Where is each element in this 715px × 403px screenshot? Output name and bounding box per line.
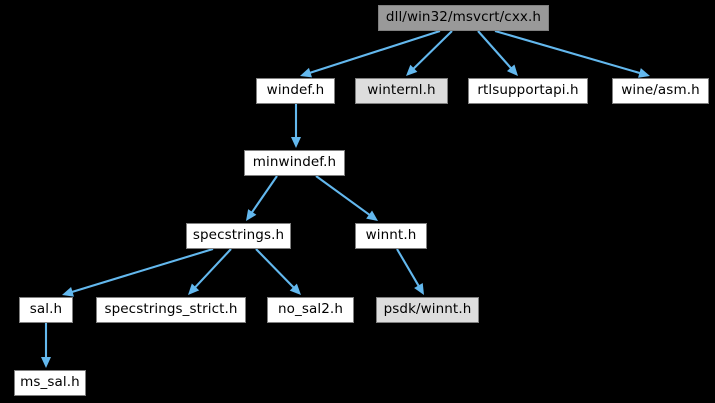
graph-edge — [291, 104, 301, 148]
graph-node-ms_sal[interactable]: ms_sal.h — [14, 370, 86, 396]
edge-arrowhead — [300, 67, 313, 78]
graph-edge — [188, 248, 232, 295]
graph-edge — [494, 29, 650, 78]
graph-node-label: no_sal2.h — [278, 301, 343, 318]
graph-node-cxx[interactable]: dll/win32/msvcrt/cxx.h — [378, 5, 549, 31]
graph-node-no_sal2[interactable]: no_sal2.h — [267, 297, 354, 323]
edge-arrowhead — [62, 287, 74, 297]
graph-node-label: specstrings.h — [192, 227, 285, 244]
graph-node-label: winnt.h — [365, 227, 417, 244]
edge-arrowhead — [366, 210, 378, 221]
graph-node-wineasm[interactable]: wine/asm.h — [612, 78, 709, 104]
graph-edge — [300, 30, 441, 78]
edge-line — [412, 30, 453, 71]
graph-node-label: winternl.h — [367, 82, 436, 99]
graph-edge — [477, 30, 518, 76]
edge-arrowhead — [638, 68, 650, 78]
graph-node-label: specstrings_strict.h — [104, 301, 238, 318]
graph-node-rtlsupportapi[interactable]: rtlsupportapi.h — [468, 78, 588, 104]
graph-edge — [396, 248, 424, 295]
edge-line — [308, 30, 441, 75]
graph-node-label: windef.h — [266, 82, 325, 99]
edge-arrowhead — [289, 283, 301, 295]
edge-arrowhead — [188, 283, 200, 295]
graph-node-label: minwindef.h — [252, 154, 337, 171]
graph-edge — [406, 30, 453, 76]
edge-line — [396, 248, 421, 288]
edge-line — [255, 248, 296, 289]
graph-node-specstrings_strict[interactable]: specstrings_strict.h — [96, 297, 246, 323]
edge-line — [70, 247, 214, 294]
graph-node-label: psdk/winnt.h — [383, 301, 472, 318]
graph-node-label: sal.h — [29, 301, 63, 318]
edge-line — [250, 175, 278, 214]
edge-arrowhead — [506, 64, 518, 76]
edge-arrowhead — [291, 137, 301, 148]
graph-node-label: ms_sal.h — [20, 374, 80, 391]
graph-node-psdk_winnt[interactable]: psdk/winnt.h — [376, 297, 479, 323]
edge-arrowhead — [406, 64, 418, 76]
graph-edge — [62, 247, 214, 297]
graph-edge — [41, 323, 51, 368]
graph-node-windef[interactable]: windef.h — [256, 78, 335, 104]
edge-line — [477, 30, 513, 70]
graph-node-label: wine/asm.h — [621, 82, 700, 99]
graph-node-minwindef[interactable]: minwindef.h — [244, 150, 345, 176]
edge-line — [193, 248, 232, 289]
edge-line — [315, 175, 371, 217]
graph-node-label: rtlsupportapi.h — [477, 82, 579, 99]
edge-arrowhead — [41, 357, 51, 368]
edge-line — [494, 29, 642, 75]
graph-edge — [246, 175, 278, 221]
graph-node-label: dll/win32/msvcrt/cxx.h — [385, 9, 542, 26]
graph-node-winnt[interactable]: winnt.h — [355, 223, 427, 249]
edge-arrowhead — [414, 282, 424, 295]
graph-node-sal[interactable]: sal.h — [19, 297, 73, 323]
edge-arrowhead — [246, 209, 257, 221]
graph-edge — [255, 248, 301, 295]
graph-edge — [315, 175, 378, 221]
graph-node-specstrings[interactable]: specstrings.h — [186, 223, 291, 249]
graph-node-winternl[interactable]: winternl.h — [355, 78, 448, 104]
